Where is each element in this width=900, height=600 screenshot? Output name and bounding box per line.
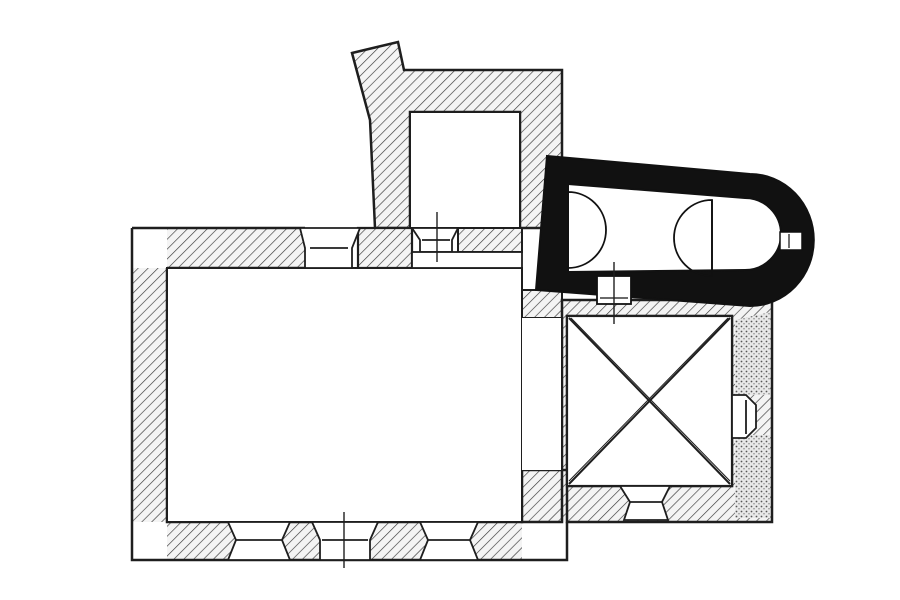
axis-marks: [343, 212, 615, 568]
nave-walls: [132, 228, 567, 560]
masonry-walls: [130, 40, 774, 562]
south-window-west: [226, 521, 292, 561]
south-window-east: [418, 521, 480, 561]
sacristy-east-window: [731, 394, 757, 439]
apse-chapel: [534, 154, 815, 308]
chapel-niche-west: [567, 191, 607, 269]
apse-window: [779, 231, 803, 251]
south-door: [310, 521, 380, 561]
tower-threshold: [411, 251, 523, 269]
nave-floor: [166, 267, 523, 523]
vault-rib-2: [568, 317, 731, 485]
vault-rib-2b: [568, 317, 729, 482]
doorway-gap: [522, 318, 562, 470]
interior-spaces: [166, 111, 734, 523]
chapel-niche-east: [673, 199, 713, 277]
central-pier: [521, 289, 563, 319]
openings: [226, 227, 757, 561]
north-wall-segment: [356, 226, 414, 270]
tower-room: [409, 111, 521, 229]
rubble-fill-upper: [735, 312, 770, 395]
rubble-fill-lower: [735, 435, 770, 518]
cross-vault: [568, 317, 731, 485]
north-wall-segment-east: [457, 227, 523, 253]
